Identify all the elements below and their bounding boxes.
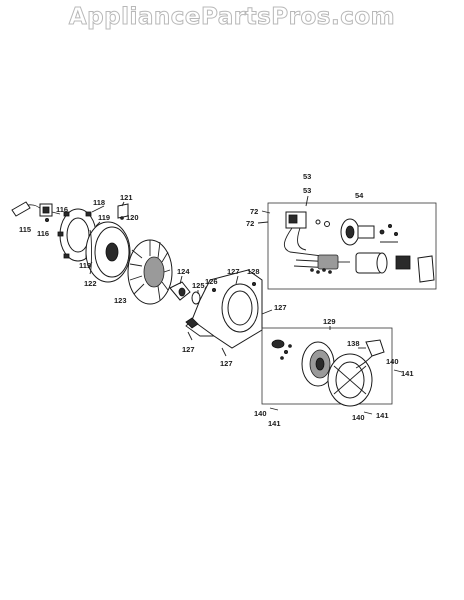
label-72a: 72: [250, 207, 258, 216]
label-140a: 140: [386, 357, 399, 366]
label-119a: 119: [98, 213, 110, 222]
label-140c: 140: [352, 413, 365, 422]
label-123: 123: [114, 296, 127, 305]
recoil-group-box: [261, 327, 393, 405]
recoil-starter-group: [261, 327, 393, 407]
label-124: 124: [177, 267, 190, 276]
recoil-pawl[interactable]: [271, 339, 285, 349]
starter-relay-cable: [283, 227, 323, 257]
blower-housing[interactable]: [185, 269, 263, 349]
starter-can-end: [376, 252, 388, 274]
starter-group-box: [267, 202, 437, 290]
starter-rope: [355, 355, 373, 369]
leader-lines: [51, 195, 366, 349]
starter-front-hub: [345, 225, 355, 239]
spark-plug-boot[interactable]: [11, 201, 31, 217]
recoil-spring: [283, 349, 288, 354]
bracket[interactable]: [117, 203, 129, 219]
starter-armature[interactable]: [317, 254, 339, 270]
label-53a: 53: [303, 172, 311, 181]
recoil-pulley[interactable]: [301, 341, 335, 387]
label-116a: 116: [56, 205, 68, 214]
label-53b: 53: [303, 186, 311, 195]
starter-handle[interactable]: [365, 339, 385, 357]
housing-screw-a: [261, 309, 273, 315]
recoil-screw-140b: [269, 407, 279, 411]
bracket-screw: [120, 216, 124, 220]
starter-end-cap[interactable]: [417, 255, 435, 283]
starter-nut-3: [393, 231, 398, 236]
label-141a: 141: [401, 369, 414, 378]
label-120: 120: [126, 213, 139, 222]
cooling-fan[interactable]: [127, 239, 173, 305]
label-127b: 127: [274, 303, 287, 312]
flywheel-washer[interactable]: [191, 291, 201, 305]
starter-drive-gear[interactable]: [395, 255, 411, 270]
starter-relay-detail: [288, 214, 298, 224]
flywheel[interactable]: [85, 221, 131, 283]
starter-nut: [379, 229, 385, 235]
label-121: 121: [120, 193, 133, 202]
starter-nut-2: [387, 223, 392, 228]
label-72b: 72: [246, 219, 254, 228]
housing-screw-b: [187, 331, 193, 341]
key-pin: [91, 205, 105, 213]
label-54: 54: [355, 191, 364, 200]
ignition-group: [11, 201, 212, 305]
label-141b: 141: [268, 419, 281, 428]
label-125: 125: [192, 281, 205, 290]
starter-screw-b: [316, 270, 320, 274]
label-128: 128: [247, 267, 260, 276]
ignition-coil-core: [42, 206, 50, 214]
recoil-cover[interactable]: [327, 353, 373, 407]
label-116b: 116: [37, 229, 49, 238]
starter-relay-cable-2: [297, 227, 307, 251]
fan-hub-bore: [178, 287, 186, 297]
label-141c: 141: [376, 411, 389, 420]
recoil-screw-2: [280, 356, 284, 360]
label-140b: 140: [254, 409, 267, 418]
label-122: 122: [84, 279, 97, 288]
label-129: 129: [323, 317, 336, 326]
label-138: 138: [347, 339, 360, 348]
housing-screw-c: [221, 347, 227, 357]
label-127a: 127: [227, 267, 240, 276]
starter-oring: [324, 221, 330, 227]
starter-screw-d: [328, 270, 332, 274]
recoil-screw-140c: [363, 411, 373, 415]
label-127c: 127: [182, 345, 195, 354]
label-126: 126: [205, 277, 218, 286]
label-127d: 127: [220, 359, 233, 368]
starter-gear-housing[interactable]: [357, 225, 375, 239]
label-119b: 119: [79, 261, 91, 270]
starter-screw-c: [322, 268, 326, 272]
part-labels: 53 53 54 72 72 121 118 116 119 120 115 1…: [19, 172, 414, 428]
starter-washer: [315, 219, 321, 225]
starter-screw-a: [310, 268, 314, 272]
housing-screw-d: [235, 275, 239, 285]
starter-motor-group: [267, 202, 437, 290]
coil-screw: [45, 217, 50, 222]
blower-housing-tab: [185, 317, 199, 329]
watermark-logo: AppliancePartsPros.com: [68, 4, 396, 31]
label-118: 118: [93, 198, 105, 207]
recoil-screw-140a: [393, 369, 403, 373]
label-115: 115: [19, 225, 31, 234]
recoil-screw: [288, 344, 292, 348]
